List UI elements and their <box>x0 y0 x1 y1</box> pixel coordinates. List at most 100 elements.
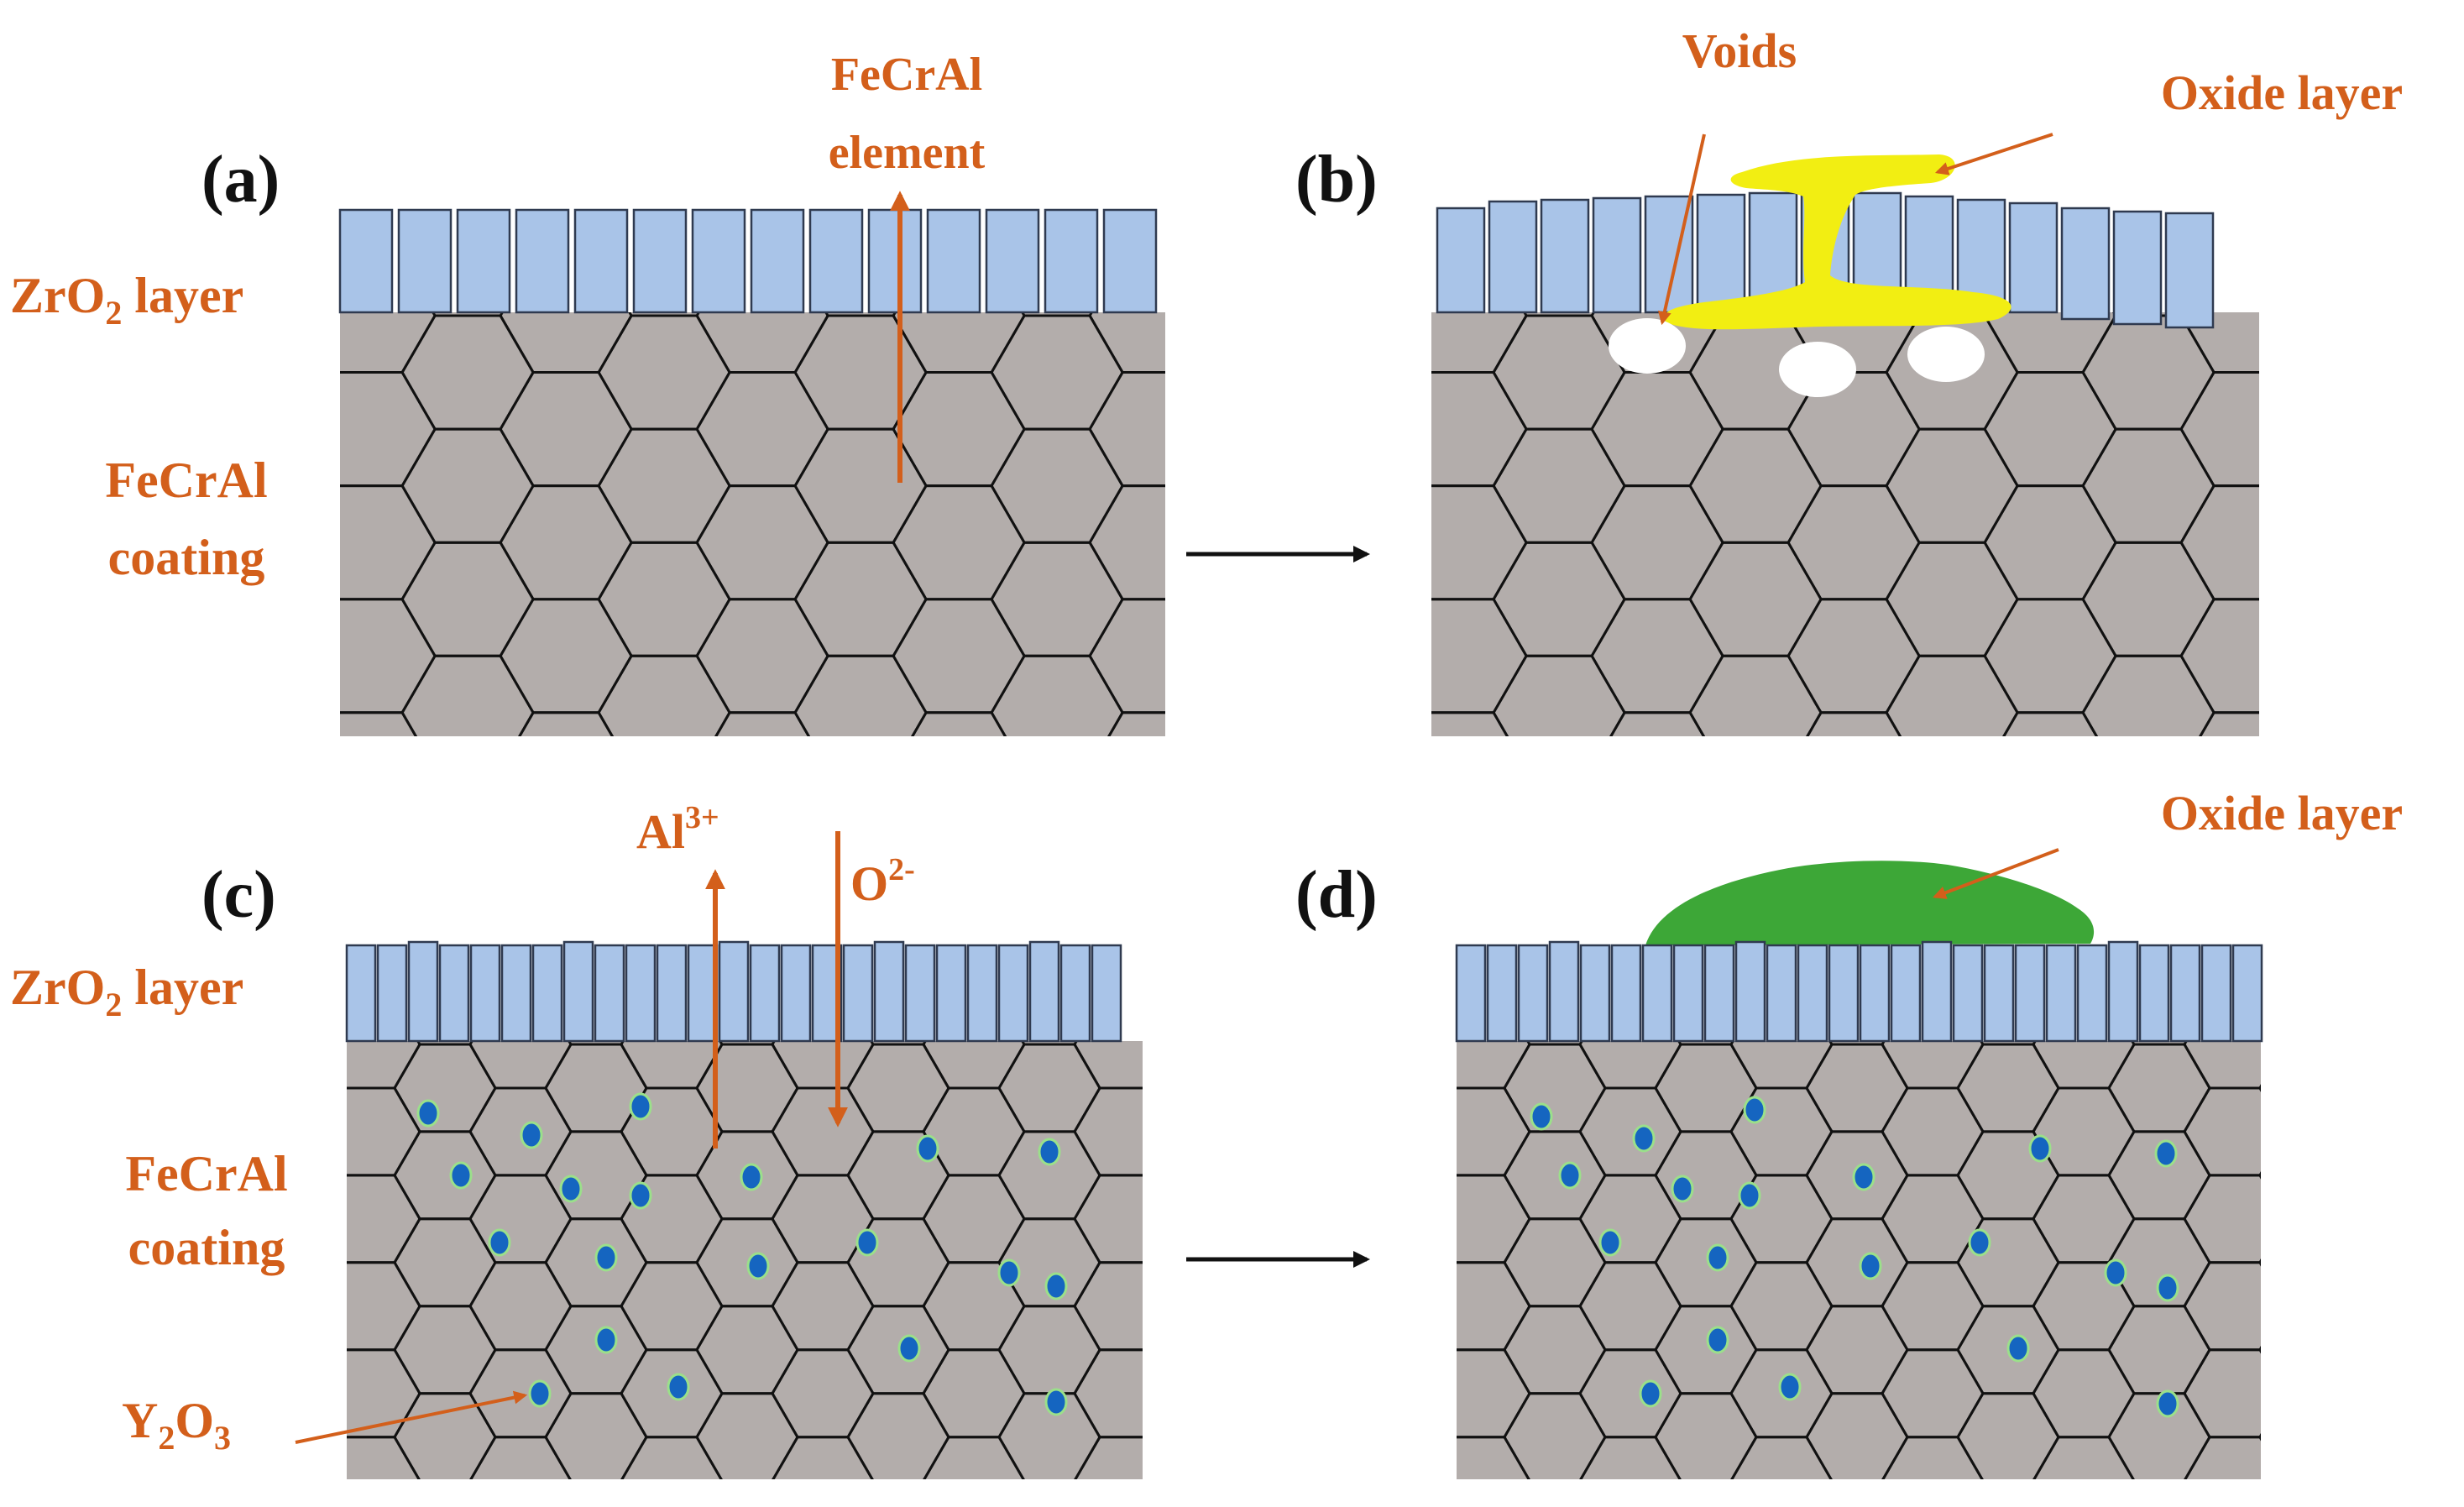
y2o3-leader-line <box>295 1390 528 1444</box>
y2o3-particle <box>897 1334 921 1363</box>
oxide-leader-line-b <box>1934 133 2053 175</box>
y2o3-particle <box>2156 1274 2179 1302</box>
grain-cell <box>1807 1481 1907 1507</box>
y2o3-particle <box>1639 1379 1662 1408</box>
zro2-column <box>1672 944 1704 1043</box>
y2o3-particle <box>1968 1228 1991 1257</box>
y2o3-particle <box>1778 1373 1802 1401</box>
al-ion-label: Al3+ <box>636 800 719 859</box>
grain-network-d <box>1457 1041 2261 1507</box>
grain-cell <box>2258 1432 2261 1442</box>
y2o3-particle <box>1632 1124 1656 1153</box>
panel-c: (c) Al3+ O2- ZrO2 layer FeCrAl coating Y… <box>10 800 1143 1507</box>
zro2-column <box>469 944 501 1043</box>
element-label-line1: FeCrAl <box>831 49 982 101</box>
y2o3-particle <box>740 1163 763 1191</box>
zro2-column <box>2138 944 2170 1043</box>
zro2-column <box>1028 940 1060 1043</box>
zro2-label-a: ZrO2 layer <box>10 268 243 332</box>
oxide-layer-green <box>1645 861 2095 945</box>
grain-cell <box>1073 1174 1143 1264</box>
zro2-column <box>632 208 688 314</box>
y2o3-particle <box>629 1092 652 1121</box>
zro2-column <box>338 208 394 314</box>
zro2-column <box>2200 944 2232 1043</box>
grain-cell <box>1656 1481 1756 1507</box>
zro2-column <box>531 944 563 1043</box>
zro2-column <box>750 208 805 314</box>
grain-cell <box>1088 598 1165 714</box>
void-2 <box>1779 342 1856 397</box>
grain-cell <box>1504 1481 1605 1507</box>
zro2-column <box>1797 944 1828 1043</box>
void-3 <box>1907 327 1985 382</box>
panel-c-tag: (c) <box>201 858 276 932</box>
oxide-label-d: Oxide layer <box>2161 786 2403 840</box>
zro2-column <box>1766 944 1797 1043</box>
y2o3-particle <box>1038 1138 1061 1166</box>
zro2-column <box>656 944 688 1043</box>
y2o3-particle <box>1044 1388 1068 1416</box>
zro2-column <box>687 944 719 1043</box>
grain-cell <box>2179 371 2259 488</box>
zro2-column <box>926 208 981 314</box>
y2o3-particle <box>2104 1258 2127 1287</box>
grain-cell <box>546 1481 646 1507</box>
y2o3-particle <box>559 1175 583 1203</box>
zro2-column <box>749 944 781 1043</box>
zro2-layer-c <box>345 940 1122 1043</box>
oxide-layer-yellow <box>1663 154 2011 330</box>
zro2-column <box>625 944 657 1043</box>
zro2-column <box>808 208 864 314</box>
fecral-label-a-line2: coating <box>108 530 265 585</box>
grain-cell <box>2258 1258 2261 1267</box>
zro2-column <box>935 944 967 1043</box>
zro2-column <box>867 208 923 314</box>
zro2-column <box>345 944 377 1043</box>
zro2-column <box>1059 944 1091 1043</box>
y2o3-label: Y2O3 <box>122 1393 231 1457</box>
zro2-label-c: ZrO2 layer <box>10 960 243 1023</box>
zro2-column <box>1610 944 1642 1043</box>
grain-cell <box>2258 1345 2261 1354</box>
zro2-column <box>573 208 629 314</box>
zro2-column <box>500 944 532 1043</box>
zro2-column <box>2231 944 2263 1043</box>
o-ion-label: O2- <box>850 852 915 911</box>
zro2-column <box>456 208 511 314</box>
panel-b-tag: (b) <box>1295 143 1378 217</box>
element-label-line2: element <box>829 127 986 179</box>
y2o3-particle <box>488 1228 511 1257</box>
zro2-column <box>1548 940 1580 1043</box>
zro2-column <box>562 940 594 1043</box>
fecral-label-c-line2: coating <box>128 1220 285 1275</box>
zro2-column <box>2014 944 2046 1043</box>
zro2-column <box>1859 944 1891 1043</box>
grain-cell <box>1073 1261 1143 1352</box>
zro2-column <box>842 944 874 1043</box>
y2o3-particle <box>1738 1181 1761 1210</box>
panel-a-tag: (a) <box>201 143 280 217</box>
voids-leader-line <box>1657 133 1706 326</box>
zro2-column <box>1486 944 1518 1043</box>
y2o3-particle <box>2154 1139 2178 1168</box>
grain-cell <box>2179 598 2259 714</box>
zro2-column <box>2008 201 2059 314</box>
zro2-column <box>2060 207 2111 321</box>
zro2-column <box>515 208 570 314</box>
y2o3-particle <box>629 1181 652 1210</box>
grain-cell <box>697 1481 798 1507</box>
zro2-layer-b <box>1436 188 2215 329</box>
zro2-column <box>2112 210 2163 326</box>
y2o3-particle <box>1558 1161 1582 1190</box>
zro2-column <box>997 944 1029 1043</box>
zro2-column <box>1641 944 1673 1043</box>
y2o3-particle <box>1743 1096 1766 1124</box>
y2o3-particle <box>667 1373 690 1401</box>
zro2-column <box>2107 940 2139 1043</box>
y2o3-particle <box>1859 1252 1882 1280</box>
void-1 <box>1609 318 1686 374</box>
y2o3-particle <box>2156 1389 2179 1418</box>
panel-a: (a) FeCrAl element ZrO2 layer FeCrAl coa… <box>10 49 1165 736</box>
y2o3-particle <box>1706 1243 1729 1272</box>
